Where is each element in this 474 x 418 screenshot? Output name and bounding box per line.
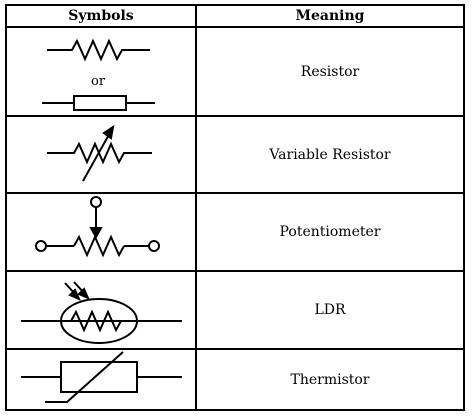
meaning-variable-resistor: Variable Resistor <box>269 146 391 163</box>
potentiometer-icon <box>35 196 160 258</box>
column-divider <box>195 6 197 409</box>
row-divider-1 <box>7 115 463 117</box>
ldr-icon <box>21 281 182 344</box>
symbols-drawing <box>21 38 182 403</box>
thermistor-icon <box>21 351 182 403</box>
header-divider <box>7 26 463 28</box>
symbols-table: Symbols Meaning Resistor Variable Resist… <box>5 4 465 411</box>
resistor-box-icon <box>42 95 155 111</box>
resistor-zigzag-icon <box>47 38 150 62</box>
variable-resistor-icon <box>47 124 152 182</box>
meaning-thermistor: Thermistor <box>290 371 370 388</box>
row-divider-3 <box>7 270 463 272</box>
row-divider-2 <box>7 192 463 194</box>
header-symbols: Symbols <box>68 8 134 24</box>
or-label: or <box>91 74 106 89</box>
row-divider-4 <box>7 348 463 350</box>
meaning-potentiometer: Potentiometer <box>279 224 381 240</box>
meaning-resistor: Resistor <box>300 63 360 80</box>
meaning-ldr: LDR <box>314 302 346 318</box>
header-meaning: Meaning <box>295 8 365 24</box>
